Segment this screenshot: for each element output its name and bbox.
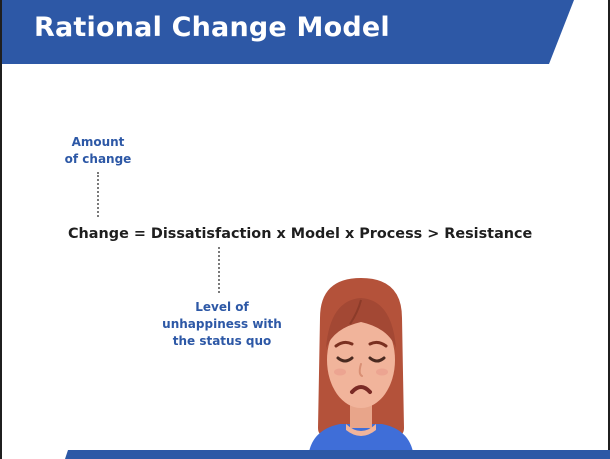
- amount-of-change-label: Amount of change: [58, 134, 138, 168]
- level-label-line-3: the status quo: [172, 334, 272, 348]
- footer-bar: [0, 447, 610, 459]
- frame-right-border: [608, 0, 610, 459]
- change-equation: Change = Dissatisfaction x Model x Proce…: [68, 226, 533, 242]
- level-label-line-2: unhappiness with: [162, 317, 282, 331]
- amount-label-line-2: of change: [64, 152, 132, 166]
- amount-connector-dots: [97, 172, 99, 217]
- level-of-unhappiness-label: Level of unhappiness with the status quo: [142, 299, 302, 350]
- sad-woman-icon: [300, 278, 422, 459]
- amount-label-line-1: Amount: [71, 135, 125, 149]
- slide-title: Rational Change Model: [34, 12, 390, 43]
- header-bar: [0, 0, 610, 64]
- dissatisfaction-connector-dots: [218, 247, 220, 293]
- frame-left-border: [0, 0, 2, 459]
- level-label-line-1: Level of: [195, 300, 249, 314]
